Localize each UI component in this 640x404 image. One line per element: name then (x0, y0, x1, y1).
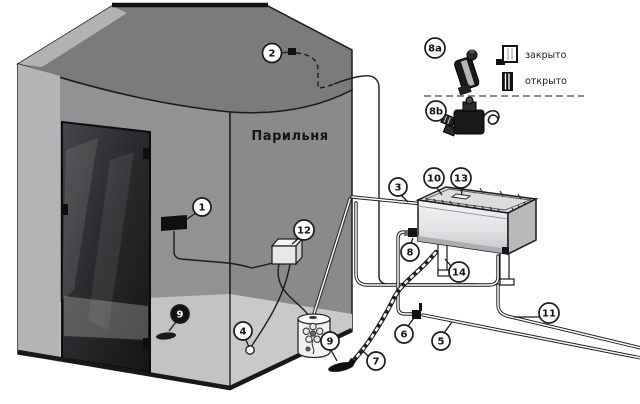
callout-8b-number: 8b (429, 107, 443, 118)
wire-to-sensor (250, 263, 291, 348)
callout-11: 11 (514, 302, 560, 324)
water-supply-pipe (396, 230, 640, 360)
shutoff-valve (412, 303, 422, 319)
junction-box (270, 237, 304, 266)
callout-10: 10 (423, 167, 445, 196)
callout-1: 1 (186, 197, 212, 220)
flower-emblem (302, 322, 324, 355)
steam-head (297, 313, 331, 359)
valve-open-icon (502, 72, 513, 91)
callout-13: 13 (450, 167, 472, 196)
steam-generator (404, 185, 539, 286)
roof-sensor (288, 48, 296, 55)
door-hinge-top (143, 148, 151, 159)
callout-9-inside: 9 (168, 304, 190, 332)
mounting-bracket-right (499, 251, 515, 286)
sauna-door (61, 120, 151, 374)
callout-2-number: 2 (269, 49, 276, 60)
callout-3: 3 (388, 177, 409, 203)
callout-1-number: 1 (199, 203, 206, 214)
steam-pipe (311, 195, 426, 319)
open-label: открыто (525, 76, 567, 87)
door-handle (63, 204, 68, 215)
callout-13-number: 13 (454, 174, 468, 185)
callout-6: 6 (394, 317, 415, 344)
door-reflection (62, 138, 98, 300)
sensor-cable (295, 52, 478, 285)
callout-10-number: 10 (427, 174, 441, 185)
callout-7: 7 (360, 348, 386, 371)
callout-12: 12 (291, 219, 315, 245)
room-label: Парильня (251, 129, 328, 144)
water-inlet-fitting (404, 228, 417, 237)
callout-9-outside-number: 9 (327, 337, 334, 348)
generator-side-port (502, 247, 509, 254)
wire-to-steam-head (277, 263, 311, 318)
callout-5-number: 5 (438, 337, 445, 348)
floor-drain-outside (328, 357, 357, 372)
callout-8b: 8b (425, 100, 447, 122)
door-hinge-bottom (143, 338, 151, 349)
legend-valve-manual (454, 49, 480, 96)
legend-valve-solenoid (440, 96, 500, 137)
wall-return-line (354, 201, 500, 287)
callout-3-number: 3 (395, 183, 402, 194)
callout-14-number: 14 (452, 268, 466, 279)
generator-side (507, 197, 537, 256)
callout-8a: 8a (424, 37, 446, 59)
door-interior-floor (64, 296, 148, 340)
callout-11-number: 11 (542, 309, 556, 320)
callout-4: 4 (233, 321, 253, 348)
solenoid-cable (483, 109, 500, 125)
floor-drain-inside (156, 332, 176, 340)
callout-4-number: 4 (240, 327, 247, 338)
cabin-left-strip (18, 64, 60, 362)
callout-8: 8 (400, 237, 420, 262)
generator-top-port (450, 193, 472, 200)
valve-closed-icon (496, 45, 518, 65)
door-reflection-2 (88, 152, 134, 330)
callout-12-number: 12 (297, 226, 311, 237)
drain-pipe (496, 283, 640, 350)
drain-hose (351, 249, 439, 363)
callout-8-number: 8 (407, 248, 414, 259)
temperature-sensor-low (245, 345, 255, 355)
closed-label: закрыто (525, 50, 567, 61)
callout-5: 5 (431, 321, 453, 351)
callout-9-outside: 9 (320, 331, 340, 362)
callout-9-inside-number: 9 (177, 310, 184, 321)
control-panel (161, 215, 274, 269)
callout-14: 14 (444, 258, 470, 283)
callout-8a-number: 8a (428, 44, 442, 55)
callout-7-number: 7 (373, 357, 380, 368)
cabin-roof-left-face (18, 6, 127, 67)
legend: закрыто открыто (424, 45, 584, 137)
callout-6-number: 6 (401, 330, 408, 341)
callout-2: 2 (261, 42, 290, 64)
